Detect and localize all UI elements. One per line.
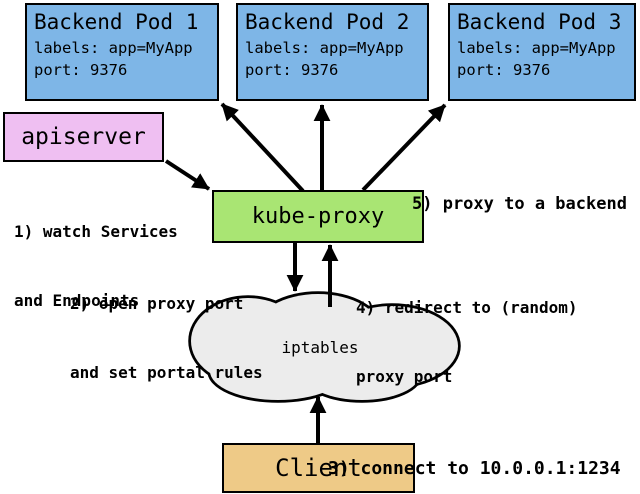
pod-labels-line: labels: app=MyApp [245,39,404,57]
step-4-line-2: proxy port [356,367,453,386]
pod-title: Backend Pod 2 [245,10,410,34]
step-1-line-2: and Endpoints [14,291,140,310]
apiserver-title: apiserver [21,124,146,150]
step-5-label: 5) proxy to a backend [412,147,627,262]
step-2-line-1: 2) open proxy port [70,294,244,313]
step-2-label: 2) open proxy port and set portal rules [70,246,263,430]
step-4-line-1: 4) redirect to (random) [356,298,578,317]
step-3-label: 3) connect to 10.0.0.1:1234 [328,411,621,494]
pod-labels-line: labels: app=MyApp [34,39,193,57]
pod-title: Backend Pod 3 [457,10,622,34]
kube-proxy-title: kube-proxy [251,204,385,229]
step-1-label: 1) watch Services and Endpoints [14,174,178,358]
step-1-line-1: 1) watch Services [14,222,178,241]
client-node: Client [222,443,415,493]
arrow-apiserver-to-kube-proxy [164,159,211,191]
step-3-line-1: 3) connect to 10.0.0.1:1234 [328,458,621,479]
backend-pod-1-node: Backend Pod 1 labels: app=MyApp port: 93… [25,3,219,101]
apiserver-node: apiserver [3,112,164,162]
backend-pod-3-node: Backend Pod 3 labels: app=MyApp port: 93… [448,3,636,101]
client-title: Client [275,454,362,482]
kube-proxy-node: kube-proxy [212,190,424,243]
step-2-line-2: and set portal rules [70,363,263,382]
pod-port-line: port: 9376 [34,61,128,79]
arrow-kube-proxy-to-pod-1 [220,102,305,193]
pod-port-line: port: 9376 [245,61,339,79]
arrow-kube-proxy-to-pod-3 [361,103,447,192]
pod-labels-line: labels: app=MyApp [457,39,616,57]
pod-title: Backend Pod 1 [34,10,199,34]
iptables-cloud-shape [188,291,461,403]
step-5-line-1: 5) proxy to a backend [412,194,627,214]
iptables-label: iptables [281,338,359,357]
pod-port-line: port: 9376 [457,61,551,79]
backend-pod-2-node: Backend Pod 2 labels: app=MyApp port: 93… [236,3,429,101]
step-4-label: 4) redirect to (random) proxy port [356,250,578,434]
